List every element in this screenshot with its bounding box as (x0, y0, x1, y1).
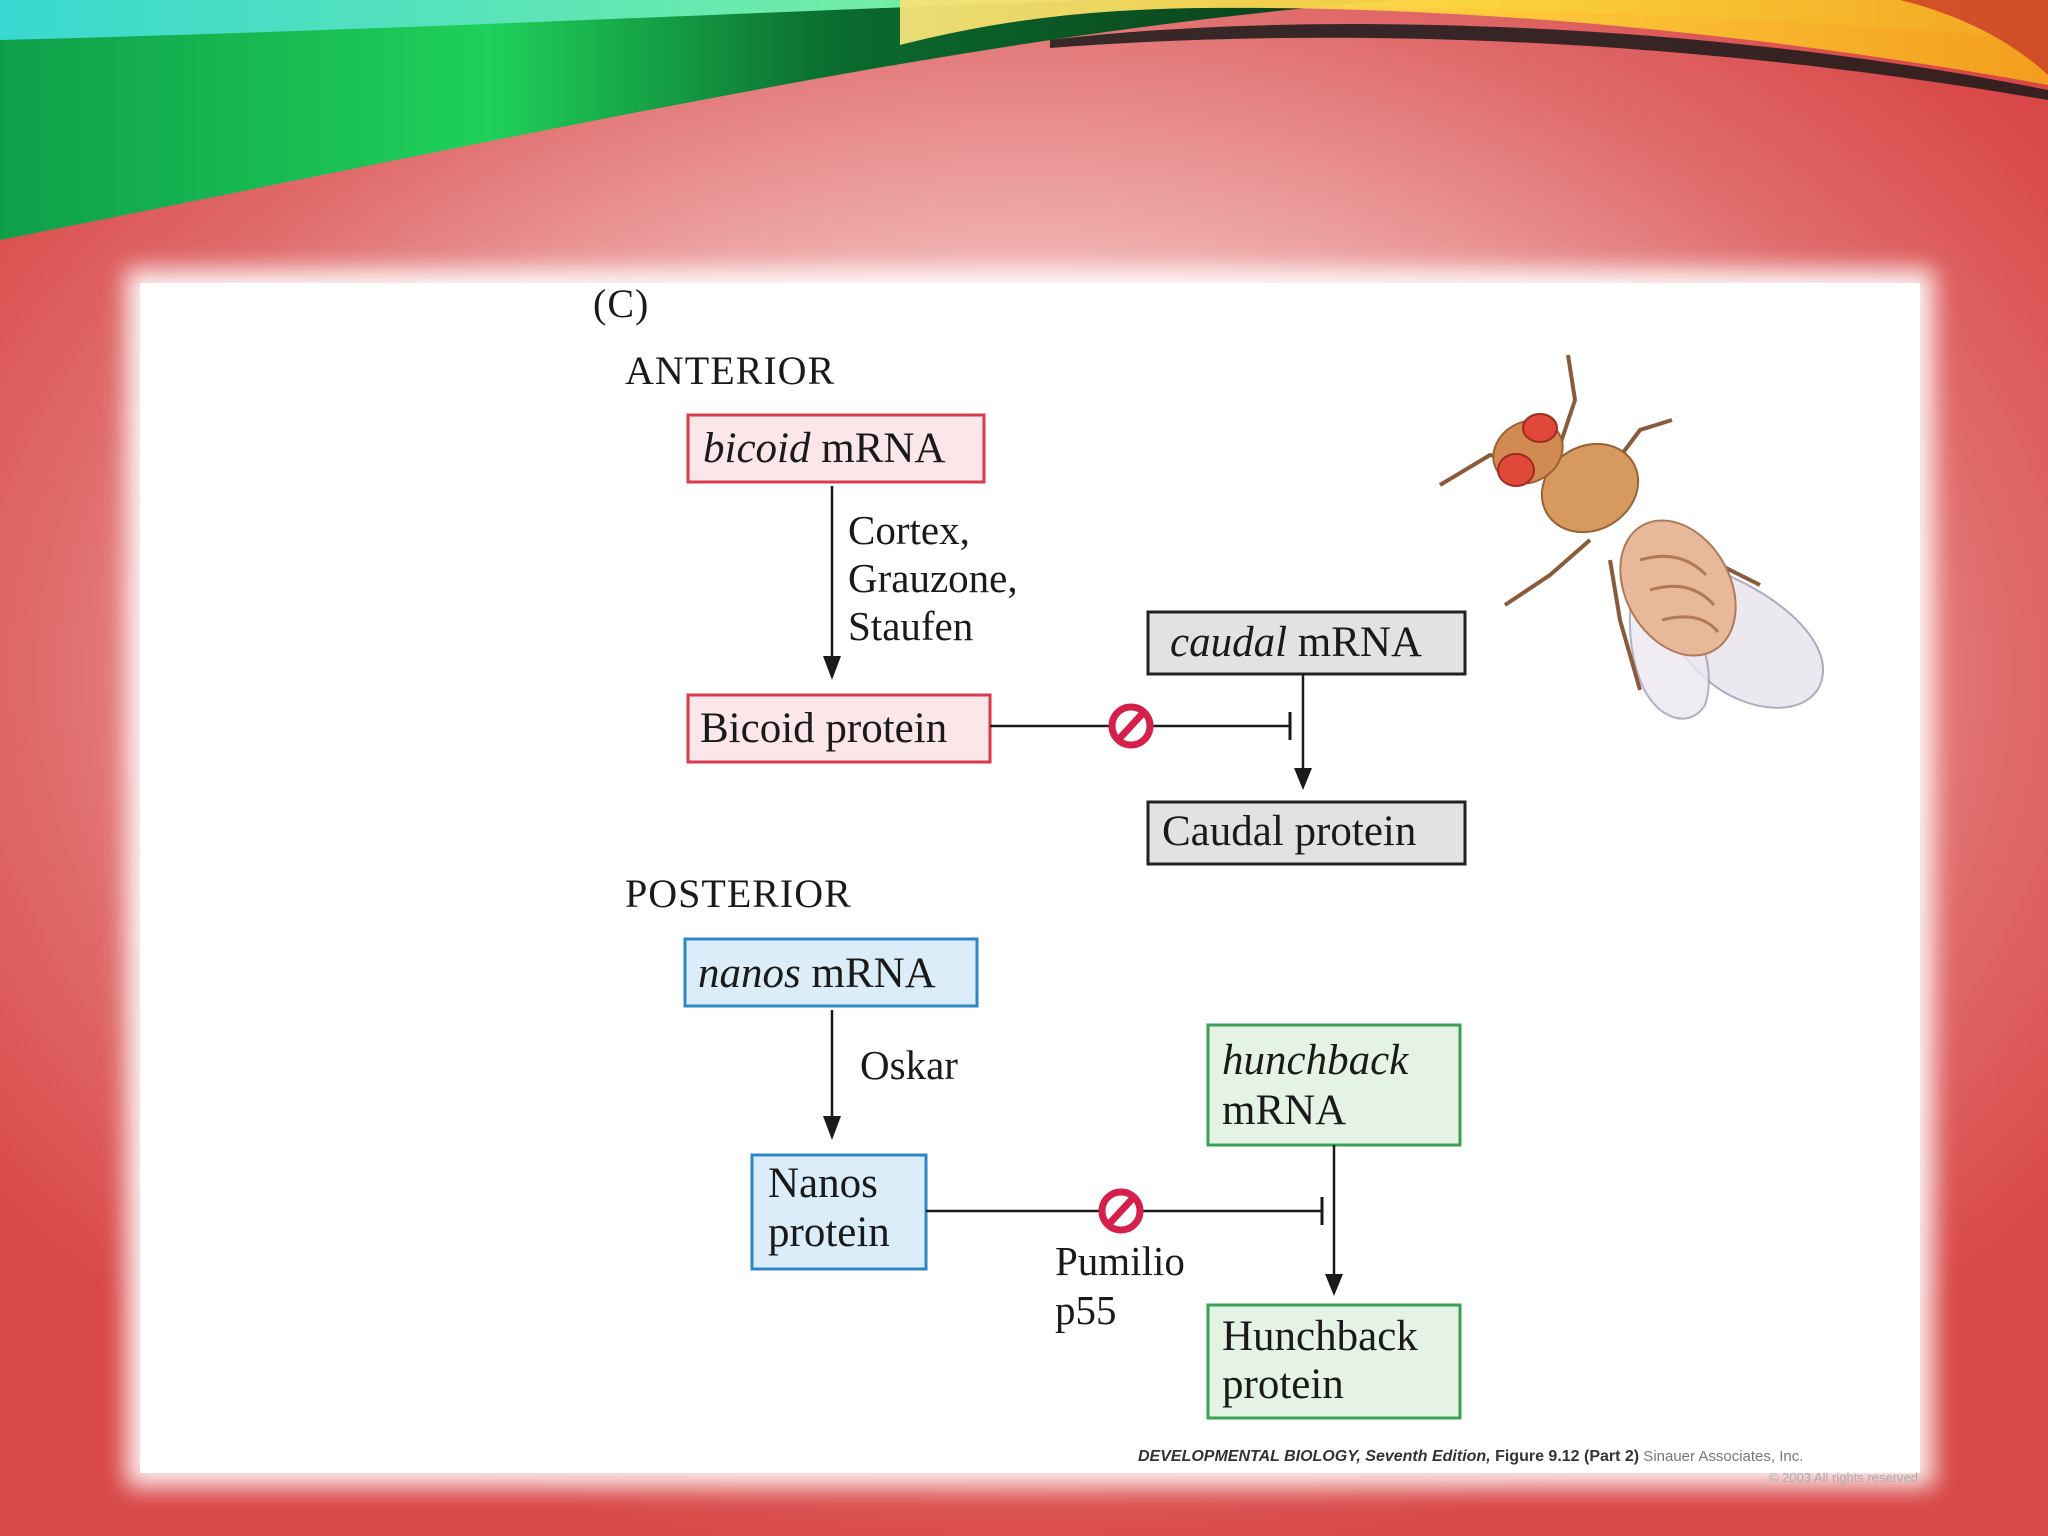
credit-book-title: DEVELOPMENTAL BIOLOGY, Seventh Edition, (1138, 1448, 1491, 1465)
nanos-protein-line-2: protein (768, 1209, 890, 1256)
svg-text:caudal mRNA: caudal mRNA (1170, 619, 1422, 666)
hunchback-mrna-suffix: mRNA (1222, 1087, 1346, 1134)
bicoid-factor-1: Cortex, (848, 507, 970, 553)
credit-publisher: Sinauer Associates, Inc. (1639, 1448, 1804, 1465)
posterior-heading: POSTERIOR (625, 871, 852, 916)
figure-credit: DEVELOPMENTAL BIOLOGY, Seventh Edition, … (1138, 1448, 1928, 1488)
bicoid-mrna-box: bicoid mRNA (686, 413, 986, 484)
bicoid-arrowhead (823, 656, 841, 680)
hunchback-factor-1: Pumilio (1055, 1238, 1185, 1284)
hunchback-protein-line-2: protein (1222, 1361, 1344, 1408)
bicoid-mrna-suffix: mRNA (810, 425, 945, 472)
nanos-inhibit-icon (1098, 1188, 1144, 1234)
svg-text:nanos mRNA: nanos mRNA (698, 950, 936, 997)
anterior-heading: ANTERIOR (625, 348, 835, 393)
hunchback-arrowhead (1325, 1274, 1343, 1296)
nanos-protein-line-1: Nanos (768, 1160, 878, 1207)
hunchback-mrna-gene: hunchback (1222, 1037, 1409, 1084)
bicoid-mrna-gene: bicoid (703, 425, 811, 472)
nanos-mrna-gene: nanos (698, 950, 801, 997)
bicoid-protein-label: Bicoid protein (700, 705, 947, 752)
nanos-mrna-box: nanos mRNA (683, 937, 979, 1008)
bicoid-inhibit-icon (1108, 703, 1154, 749)
caudal-protein-box: Caudal protein (1146, 800, 1467, 866)
svg-text:bicoid mRNA: bicoid mRNA (703, 425, 945, 472)
caudal-mrna-suffix: mRNA (1287, 619, 1422, 666)
caudal-protein-label: Caudal protein (1162, 808, 1416, 855)
hunchback-factor-2: p55 (1055, 1287, 1117, 1333)
nanos-protein-box: Nanos protein (750, 1153, 928, 1271)
bicoid-factor-3: Staufen (848, 603, 973, 649)
nanos-mrna-suffix: mRNA (801, 950, 936, 997)
caudal-arrowhead (1294, 768, 1312, 790)
nanos-arrowhead (823, 1116, 841, 1140)
caudal-mrna-box: caudal mRNA (1146, 610, 1467, 676)
nanos-factor: Oskar (860, 1042, 958, 1088)
bicoid-protein-box: Bicoid protein (686, 693, 992, 764)
credit-figure-number: Figure 9.12 (Part 2) (1490, 1448, 1640, 1465)
hunchback-protein-line-1: Hunchback (1222, 1313, 1418, 1360)
slide-header-swoosh (0, 0, 2048, 240)
panel-label: (C) (593, 281, 649, 326)
hunchback-mrna-box: hunchback mRNA (1206, 1023, 1462, 1147)
caudal-mrna-gene: caudal (1170, 619, 1287, 666)
credit-copyright: © 2003 All rights reserved (1768, 1470, 1918, 1485)
bicoid-factor-2: Grauzone, (848, 555, 1018, 601)
fruit-fly-illustration (1438, 354, 1825, 720)
hunchback-protein-box: Hunchback protein (1206, 1303, 1462, 1420)
